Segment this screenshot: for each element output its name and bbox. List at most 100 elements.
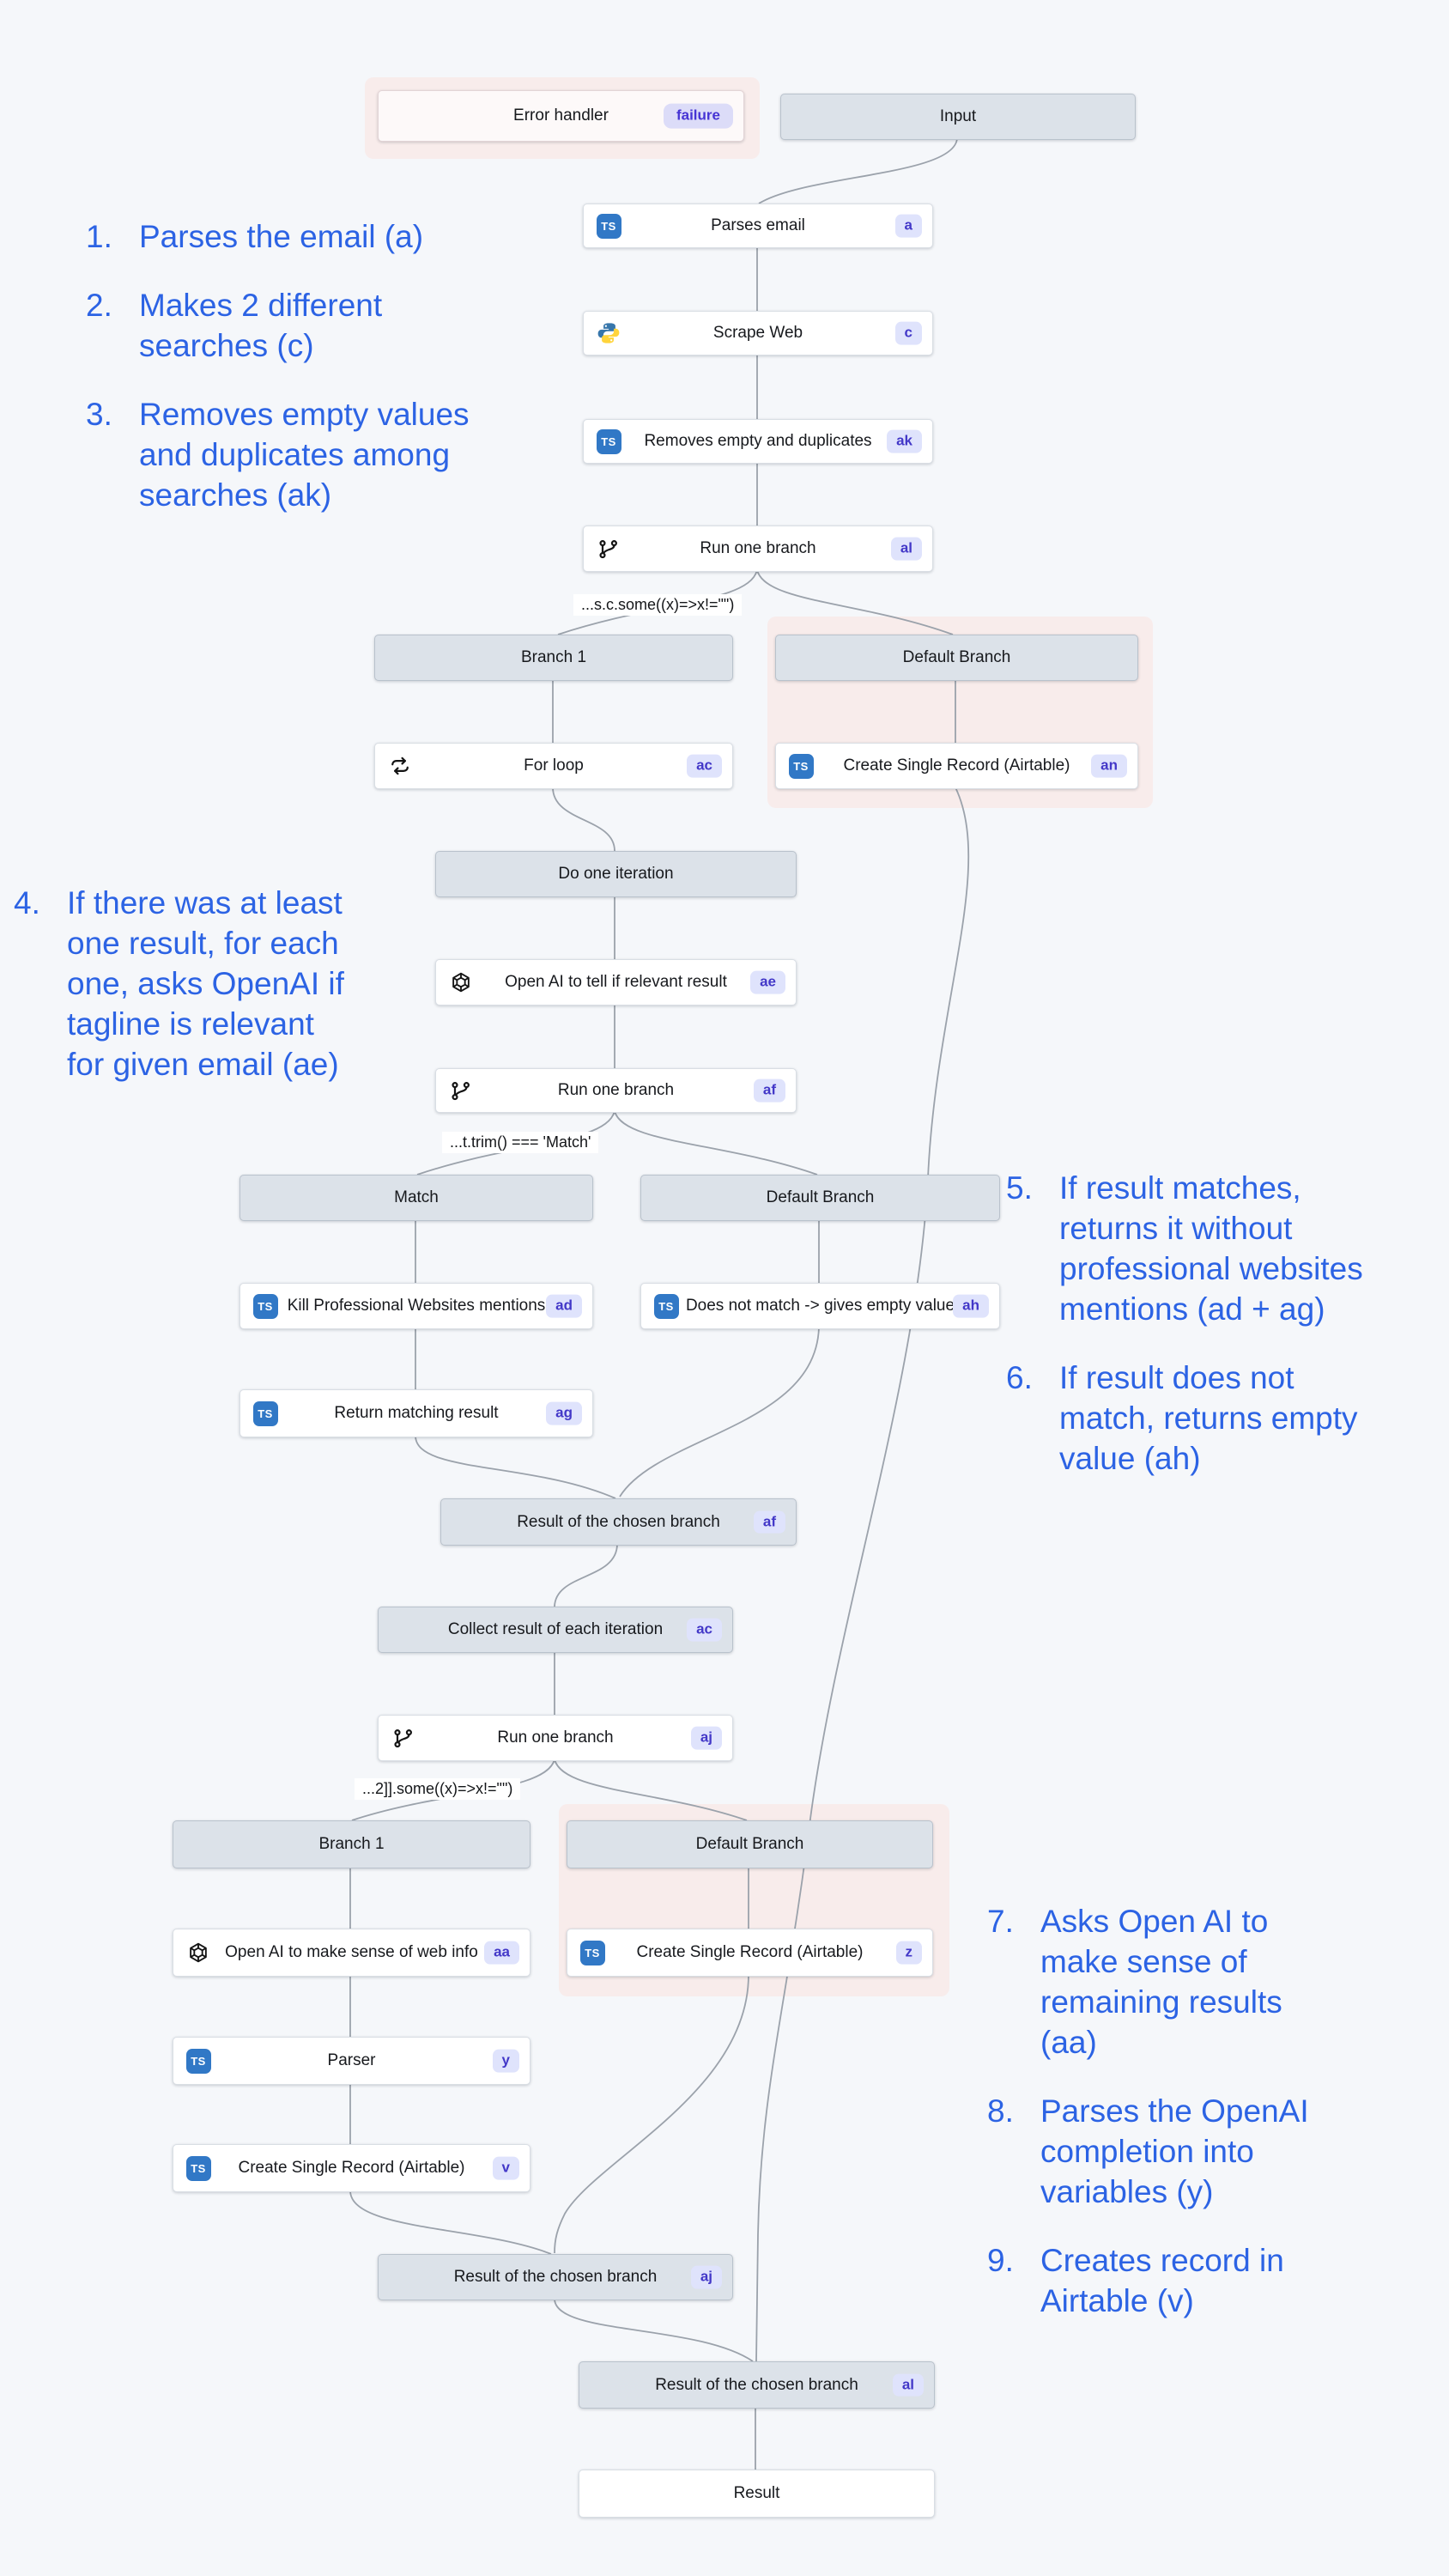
- default-branch-lower[interactable]: Default Branch: [567, 1820, 933, 1868]
- note-number: 3.: [86, 397, 112, 432]
- branch-icon: [391, 1725, 416, 1751]
- typescript-icon: TS: [596, 213, 621, 239]
- default-branch-middle[interactable]: Default Branch: [640, 1175, 1000, 1221]
- for-loop-label: For loop: [524, 756, 584, 775]
- run-af-to-default-branch: [614, 1110, 818, 1176]
- create-single-record-an-badge: an: [1091, 754, 1127, 778]
- scrape-web-label: Scrape Web: [712, 324, 803, 342]
- python-icon: [596, 320, 621, 346]
- result-label: Result: [733, 2484, 780, 2502]
- branch-icon: [448, 1078, 474, 1103]
- run-one-branch-aj-badge: aj: [690, 1726, 722, 1750]
- for-loop[interactable]: For loop ac: [374, 743, 733, 789]
- note-number: 8.: [987, 2093, 1014, 2129]
- run-one-branch-af-label: Run one branch: [557, 1081, 675, 1099]
- z-to-result-aj: [554, 1974, 749, 2254]
- result-of-chosen-branch-al[interactable]: Result of the chosen branch al: [579, 2361, 935, 2409]
- run-aj-to-default-branch: [554, 1759, 748, 1821]
- result-aj-to-result-al: [554, 2298, 754, 2362]
- input[interactable]: Input: [780, 94, 1136, 140]
- for-loop-badge: ac: [687, 754, 722, 778]
- for-loop-to-do-one-iteration: [552, 787, 615, 852]
- create-single-record-v-label: Create Single Record (Airtable): [238, 2159, 465, 2177]
- create-single-record-an[interactable]: TS Create Single Record (Airtable) an: [775, 743, 1138, 789]
- branch-1-upper[interactable]: Branch 1: [374, 635, 733, 681]
- typescript-icon: TS: [185, 2155, 211, 2181]
- result-of-chosen-branch-aj-label: Result of the chosen branch: [453, 2268, 658, 2286]
- does-not-match-empty-value-label: Does not match -> gives empty value: [685, 1297, 955, 1315]
- note-number: 9.: [987, 2243, 1014, 2278]
- ah-to-result-af: [619, 1327, 820, 1498]
- do-one-iteration[interactable]: Do one iteration: [435, 851, 797, 897]
- run-one-branch-al[interactable]: Run one branch al: [583, 526, 933, 572]
- branch-icon: [596, 536, 621, 562]
- branch-1-lower[interactable]: Branch 1: [173, 1820, 530, 1868]
- typescript-icon: TS: [788, 753, 814, 779]
- result-of-chosen-branch-af-badge: af: [753, 1510, 785, 1534]
- parses-email-label: Parses email: [711, 216, 805, 234]
- typescript-icon: TS: [596, 428, 621, 454]
- input-to-parses-email: [758, 137, 958, 204]
- result-of-chosen-branch-af[interactable]: Result of the chosen branch af: [440, 1498, 797, 1546]
- create-single-record-an-label: Create Single Record (Airtable): [843, 756, 1070, 775]
- run-one-branch-al-label: Run one branch: [700, 539, 816, 557]
- v-to-result-aj: [349, 2190, 552, 2255]
- loop-icon: [387, 753, 413, 779]
- typescript-icon: TS: [653, 1293, 679, 1319]
- note-item: 1.Parses the email (a): [86, 216, 470, 257]
- condition-al: ...s.c.some((x)=>x!=""): [573, 594, 743, 616]
- result-of-chosen-branch-al-label: Result of the chosen branch: [655, 2375, 858, 2394]
- removes-empty-and-duplicates-label: Removes empty and duplicates: [644, 432, 872, 450]
- collect-result-of-each-iteration-label: Collect result of each iteration: [447, 1620, 664, 1638]
- match-header-label: Match: [394, 1188, 439, 1206]
- note-number: 5.: [1006, 1170, 1033, 1206]
- error-handler-label: Error handler: [513, 106, 609, 125]
- create-single-record-v[interactable]: TS Create Single Record (Airtable) v: [173, 2144, 530, 2192]
- typescript-icon: TS: [252, 1293, 278, 1319]
- typescript-icon: TS: [252, 1400, 278, 1426]
- typescript-icon: TS: [185, 2048, 211, 2074]
- condition-aj: ...2]].some((x)=>x!=""): [355, 1778, 521, 1800]
- condition-af: ...t.trim() === 'Match': [442, 1132, 599, 1153]
- openai-icon: [448, 969, 474, 995]
- result-of-chosen-branch-al-badge: al: [892, 2373, 924, 2397]
- create-single-record-v-badge: v: [492, 2156, 519, 2180]
- default-branch-upper[interactable]: Default Branch: [775, 635, 1138, 681]
- result[interactable]: Result: [579, 2470, 935, 2518]
- an-to-result-al: [755, 787, 970, 2362]
- note-number: 4.: [14, 885, 40, 920]
- match-header[interactable]: Match: [239, 1175, 593, 1221]
- does-not-match-empty-value-badge: ah: [953, 1294, 989, 1318]
- result-of-chosen-branch-af-label: Result of the chosen branch: [517, 1512, 720, 1531]
- run-one-branch-al-badge: al: [890, 537, 922, 561]
- do-one-iteration-label: Do one iteration: [558, 865, 674, 883]
- create-single-record-z-label: Create Single Record (Airtable): [636, 1943, 864, 1961]
- default-branch-lower-label: Default Branch: [695, 1835, 804, 1853]
- result-af-to-collect: [554, 1543, 618, 1607]
